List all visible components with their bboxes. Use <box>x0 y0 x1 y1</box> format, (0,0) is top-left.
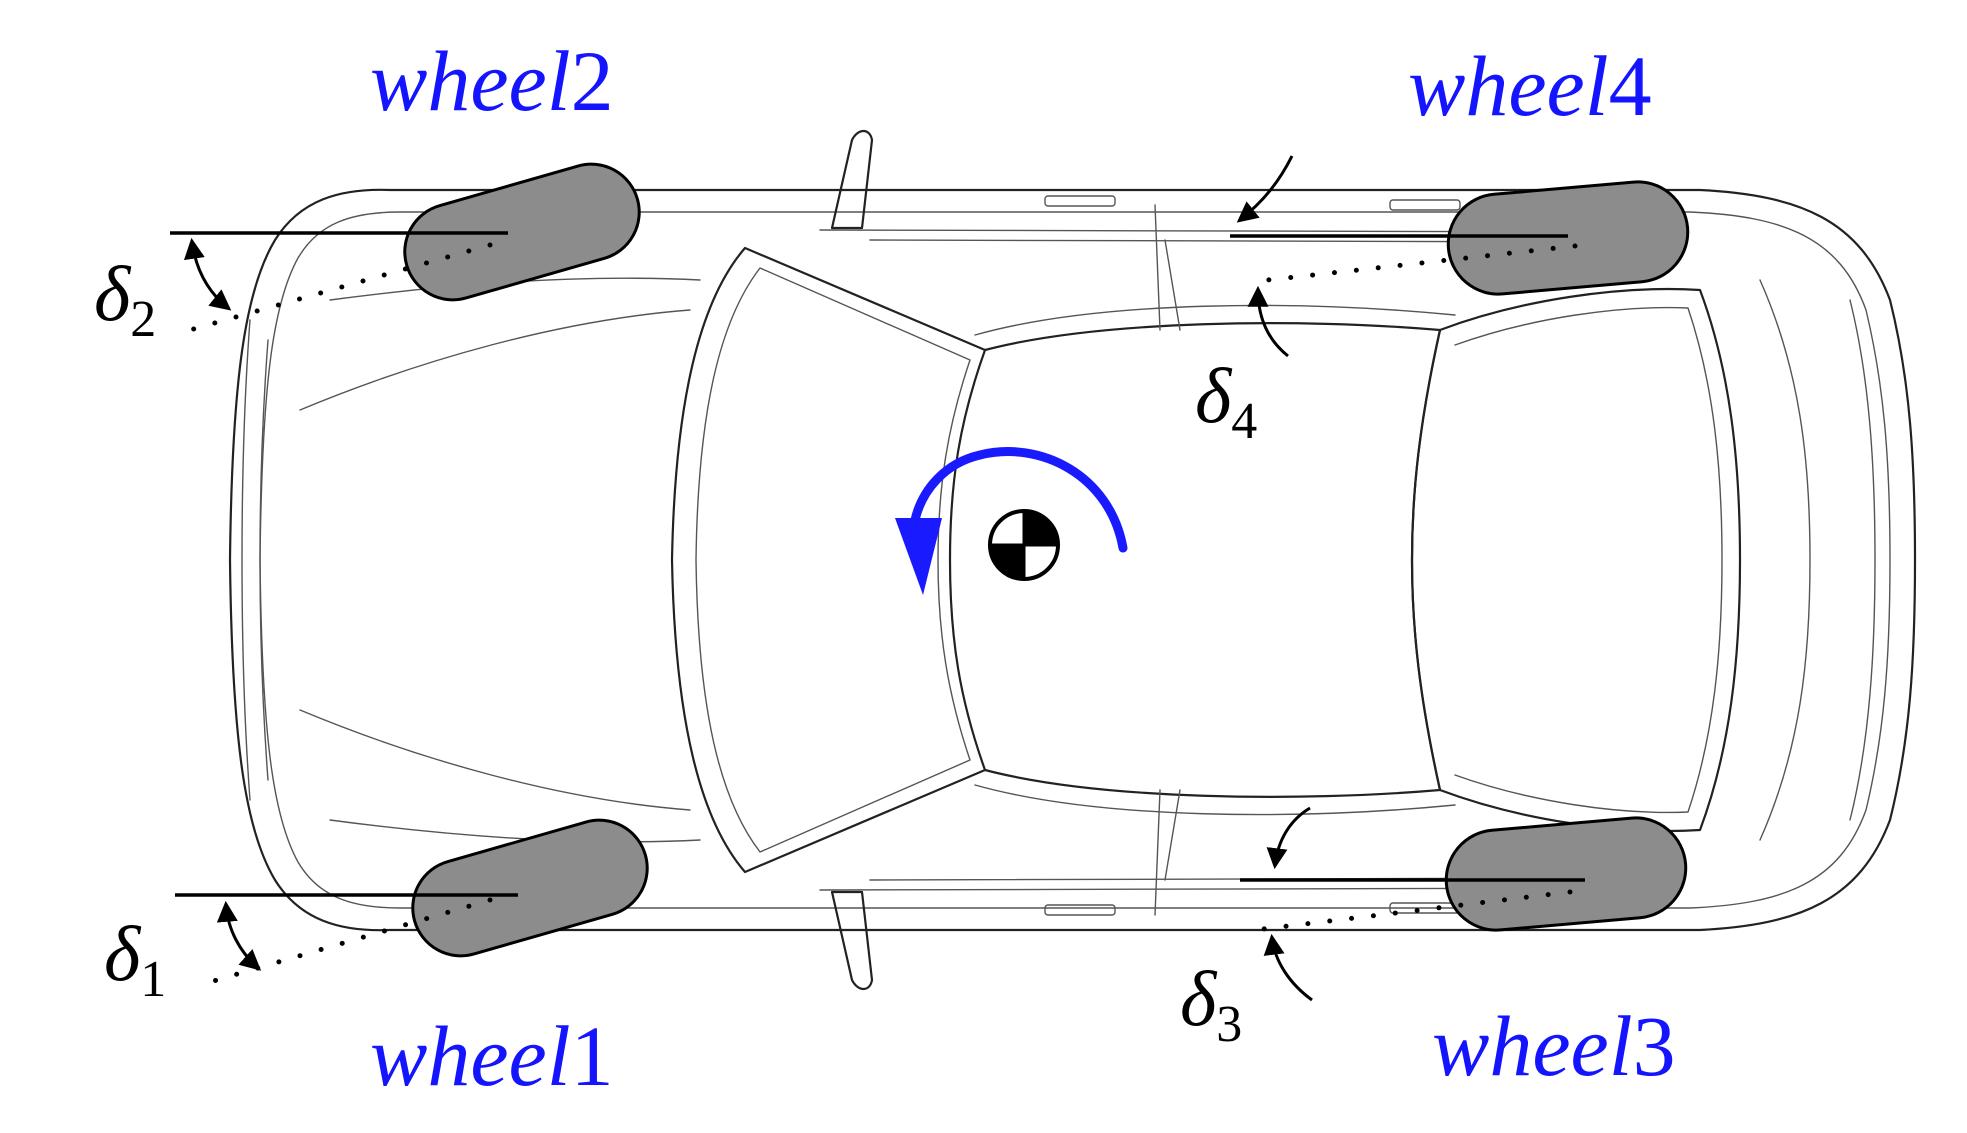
side-mirror-top <box>830 129 874 230</box>
tire-wheel4 <box>1446 180 1690 296</box>
angle-arrow-wheel4-inner <box>1247 285 1289 358</box>
tire-wheel3 <box>1444 816 1688 932</box>
steering-angle-arrows <box>183 155 1313 1002</box>
tires <box>403 162 1690 958</box>
front-bumper <box>241 319 251 801</box>
door-lines-top <box>819 204 1641 331</box>
wheel-label-1: wheel1 <box>370 1008 614 1104</box>
car-outline <box>228 188 1917 932</box>
angle-label-wheel1: δ1 <box>104 910 166 1008</box>
rear-window <box>1410 287 1742 833</box>
counterclockwise-arrow-icon <box>895 447 1128 595</box>
angle-label-wheel3: δ3 <box>1180 955 1242 1053</box>
door-handle-top-front <box>1044 195 1116 207</box>
hood-line-bottom <box>299 709 691 811</box>
windshield <box>670 246 987 874</box>
car-inner-outline <box>259 211 1891 909</box>
wheel-label-2: wheel2 <box>370 33 614 129</box>
trunk-line <box>1759 279 1811 841</box>
wheel-axis-wheel3 <box>1252 889 1573 933</box>
side-mirror-bottom <box>830 890 874 991</box>
wheel-axis-dotted-lines <box>187 242 1578 988</box>
wheel-label-3: wheel3 <box>1432 998 1676 1094</box>
angle-arrow-wheel1 <box>216 900 262 971</box>
hood-line-top <box>299 309 691 411</box>
wheel-label-4: wheel4 <box>1408 38 1652 134</box>
angle-arrow-wheel3-outer <box>1266 806 1311 870</box>
angle-label-wheel2: δ2 <box>94 250 156 348</box>
angle-label-wheel4: δ4 <box>1195 352 1257 450</box>
center-of-gravity-icon <box>988 509 1060 581</box>
reference-lines <box>170 231 1585 897</box>
angle-arrow-wheel4-outer <box>1236 155 1294 223</box>
door-handle-bottom-front <box>1044 904 1116 916</box>
wheel-labels: wheel2 wheel4 wheel1 wheel3 <box>370 33 1676 1104</box>
wheel-axis-wheel2 <box>187 242 493 333</box>
angle-arrow-wheel2 <box>183 237 232 311</box>
door-handle-top-rear <box>1389 199 1461 211</box>
angle-arrow-wheel3-inner <box>1263 933 1313 1002</box>
car-body <box>228 129 1917 991</box>
angle-labels: δ2 δ1 δ4 δ3 <box>94 250 1257 1053</box>
